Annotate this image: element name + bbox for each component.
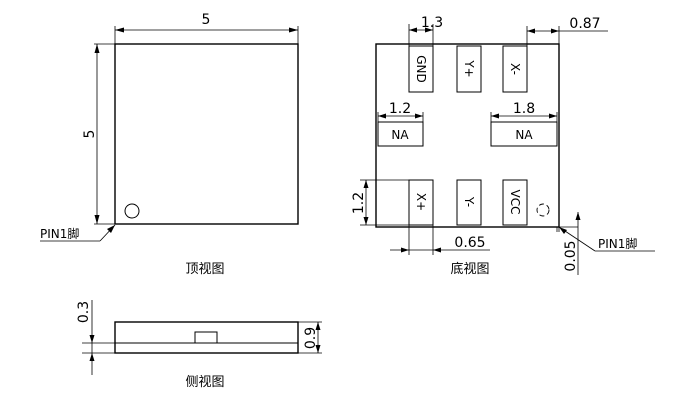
top-pin1-leader: PIN1脚 xyxy=(40,224,116,242)
svg-text:Y-: Y- xyxy=(462,196,476,207)
top-height-dimension: 5 xyxy=(82,43,115,225)
svg-text:NA: NA xyxy=(515,128,533,142)
top-width-label: 5 xyxy=(202,12,211,28)
svg-text:VCC: VCC xyxy=(508,190,522,215)
svg-text:Y+: Y+ xyxy=(462,59,476,77)
top-height-label: 5 xyxy=(82,130,98,139)
pin1-dot xyxy=(124,203,140,219)
top-view-body xyxy=(114,43,299,225)
top-width-dimension: 5 xyxy=(114,12,299,44)
side-view-body xyxy=(114,321,299,354)
side-view-pad xyxy=(194,331,218,344)
side-view: 0.3 0.9 侧视图 xyxy=(76,300,322,390)
dim-edge-gap-label: 0.87 xyxy=(569,16,600,32)
dim-pad-width: 1.3 xyxy=(408,15,443,46)
dim-left-height-label: 1.2 xyxy=(351,192,367,214)
pin1-orientation-mark xyxy=(536,203,550,217)
bottom-view: GND Y+ X- NA NA X+ Y- VCC xyxy=(351,15,655,277)
pad-x-plus: X+ xyxy=(408,179,434,226)
top-view-caption: 顶视图 xyxy=(185,262,224,277)
pad-y-plus: Y+ xyxy=(456,45,482,93)
dim-left-height: 1.2 xyxy=(351,179,409,226)
dim-corner-label: 0.05 xyxy=(563,240,579,271)
svg-text:X-: X- xyxy=(508,63,522,75)
dim-pad-width-label: 1.3 xyxy=(421,15,443,31)
svg-text:X+: X+ xyxy=(414,193,428,211)
pad-y-minus: Y- xyxy=(456,179,482,226)
dim-na-left-label: 1.2 xyxy=(389,101,411,117)
dim-edge-gap: 0.87 xyxy=(526,16,608,46)
pad-na-right: NA xyxy=(490,121,558,147)
pad-na-left: NA xyxy=(377,121,424,147)
bottom-view-caption: 底视图 xyxy=(450,261,489,277)
dim-pitch-label: 0.65 xyxy=(454,235,485,251)
side-view-caption: 侧视图 xyxy=(185,375,224,390)
dim-na-right-label: 1.8 xyxy=(513,101,535,117)
top-pin1-label: PIN1脚 xyxy=(40,226,79,241)
bottom-view-body xyxy=(375,43,560,228)
pad-gnd: GND xyxy=(408,45,434,93)
dim-pitch: 0.65 xyxy=(390,225,490,255)
dim-corner: 0.05 xyxy=(556,212,581,275)
bottom-pin1-leader: PIN1脚 xyxy=(558,226,655,252)
bottom-pin1-label: PIN1脚 xyxy=(598,236,637,251)
svg-text:NA: NA xyxy=(391,128,409,142)
top-view: 5 5 PIN1脚 顶视图 xyxy=(40,12,299,277)
dim-side-top: 0.3 xyxy=(76,300,115,375)
pad-x-minus: X- xyxy=(502,45,528,93)
svg-text:GND: GND xyxy=(414,55,428,83)
dim-side-top-label: 0.3 xyxy=(76,301,92,323)
dim-side-height: 0.9 xyxy=(298,321,322,354)
dim-na-left: 1.2 xyxy=(377,101,424,122)
dim-side-height-label: 0.9 xyxy=(303,327,319,349)
dim-na-right: 1.8 xyxy=(490,101,558,122)
pad-vcc: VCC xyxy=(502,179,528,226)
